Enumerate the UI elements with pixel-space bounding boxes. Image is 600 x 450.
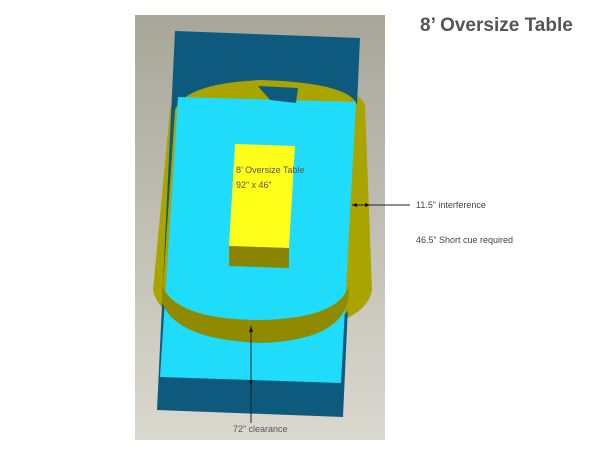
- cue-ring-lower: [162, 285, 349, 343]
- table-dimensions: 92” x 46”: [236, 180, 272, 190]
- pool-table-top: [229, 144, 295, 248]
- table-label: 8’ Oversize Table: [236, 165, 305, 175]
- pool-table-side: [229, 246, 289, 268]
- arrowhead-left: [352, 203, 357, 207]
- short-cue-label: 46.5” Short cue required: [416, 235, 514, 245]
- interference-label: 11.5” interference: [416, 200, 486, 210]
- clearance-label: 72” clearance: [233, 424, 288, 434]
- arrowhead-right: [365, 203, 370, 207]
- arrowhead-up: [249, 326, 253, 332]
- slide-title: 8’ Oversize Table: [420, 15, 573, 36]
- arrowhead-down: [249, 380, 253, 385]
- room-gap: [258, 86, 298, 103]
